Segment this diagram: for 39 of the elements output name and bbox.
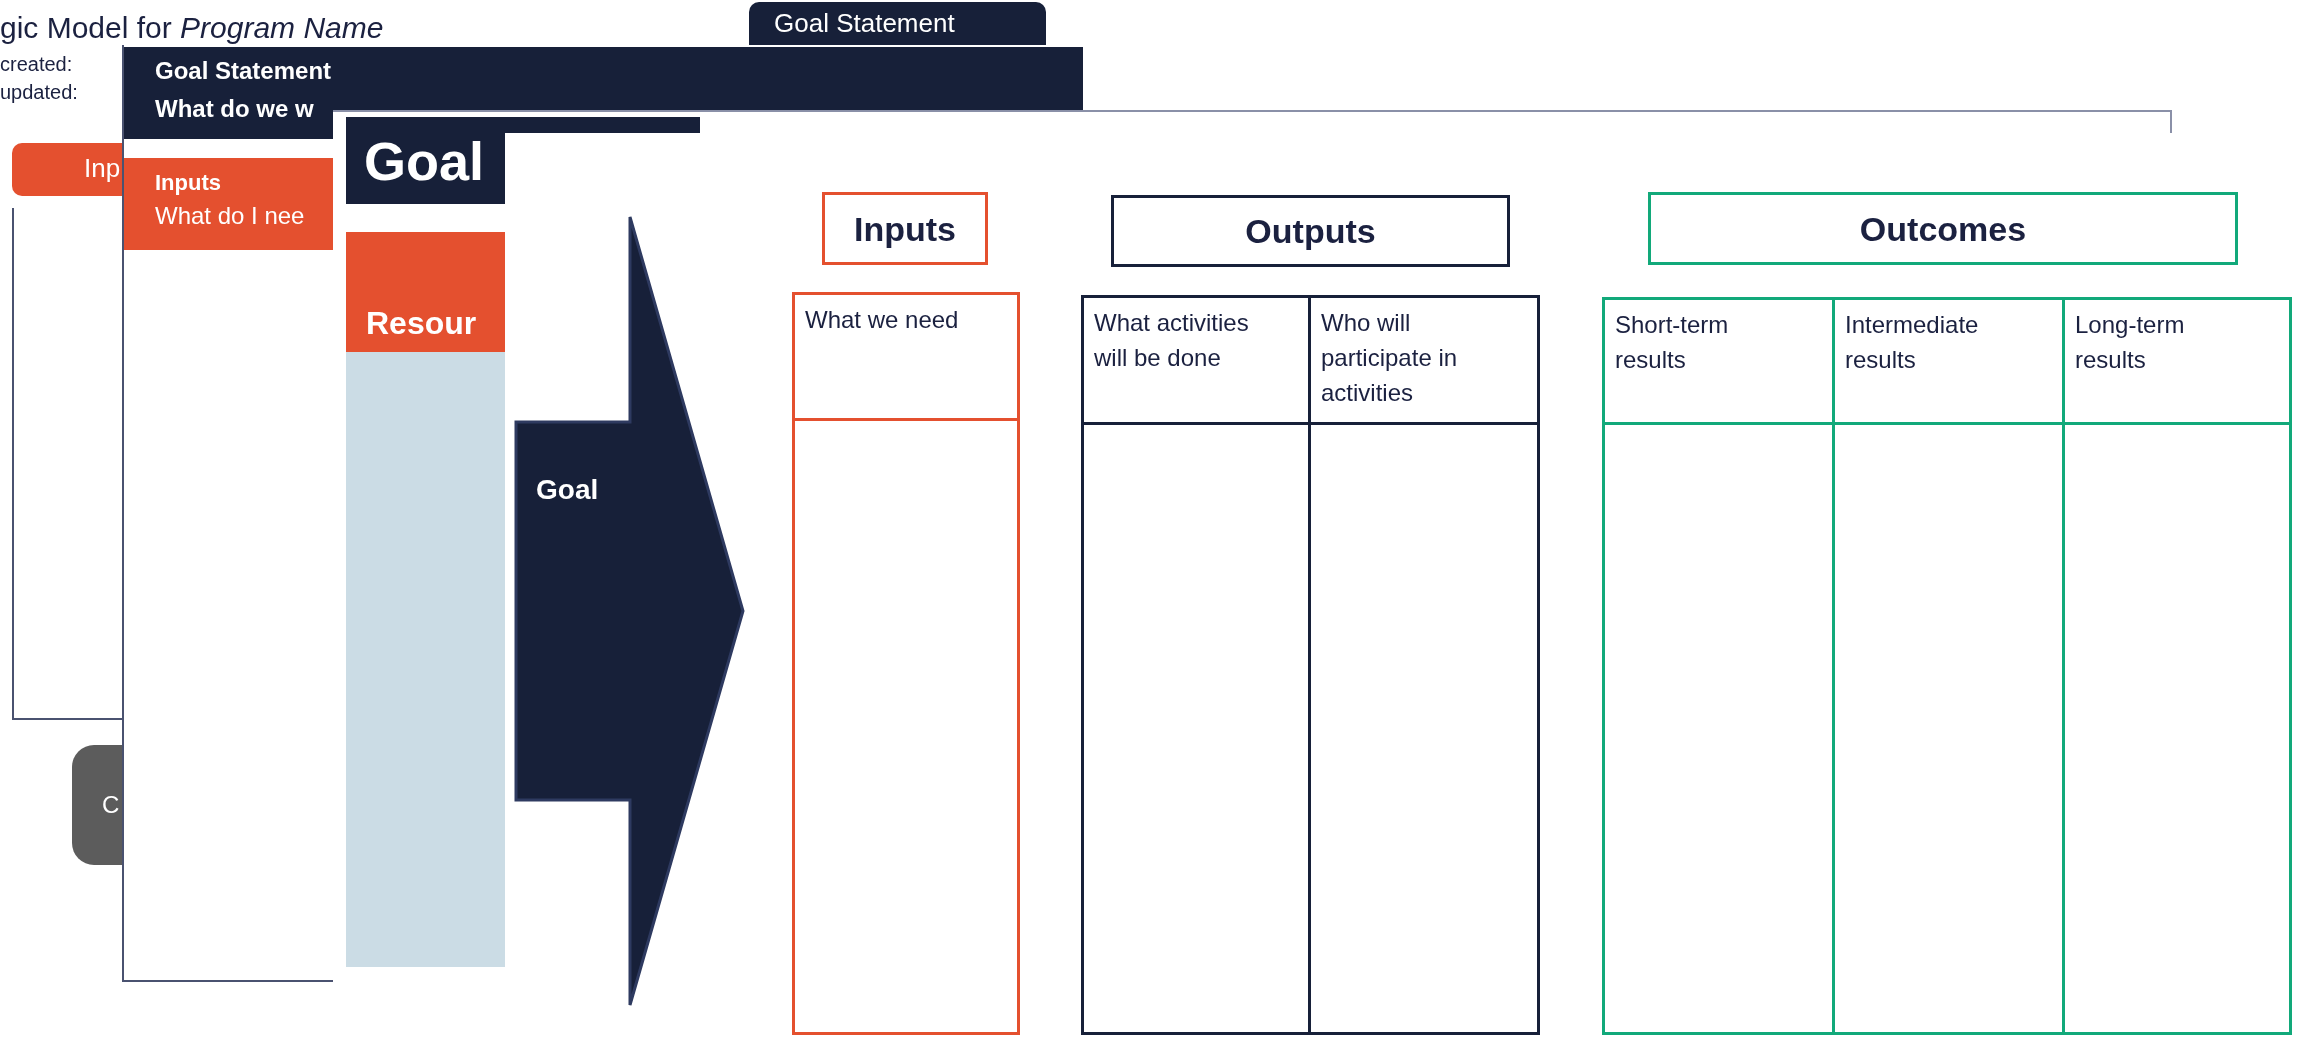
title-text: gic Model for Program Name	[0, 10, 384, 46]
button-label: C	[102, 791, 120, 820]
column-header: Outputs	[1244, 210, 1377, 252]
table-cell	[1308, 295, 1540, 425]
tab-label: Inp	[84, 153, 121, 185]
cell-text: Who will participate in activities	[1321, 308, 1459, 408]
table-cell	[1602, 297, 1835, 425]
cell-text: Long-term results	[2075, 310, 2186, 375]
cell-text: What we need	[805, 305, 960, 335]
header-text: Goal Statement	[155, 57, 332, 86]
tab-box	[12, 143, 125, 196]
column-header-box	[1111, 195, 1510, 267]
button-box	[72, 745, 122, 865]
cell-text: Short-term results	[1615, 310, 1730, 375]
table-cell	[792, 418, 1020, 1035]
table-cell	[1081, 422, 1311, 1035]
tab-label: Goal Statement	[774, 8, 955, 40]
field-label: updated:	[0, 80, 78, 104]
field-label: created:	[0, 52, 73, 76]
header-text: Inputs	[155, 170, 221, 197]
table-cell	[2062, 297, 2292, 425]
table-cell	[1308, 422, 1540, 1035]
cell-text: Intermediate results	[1845, 310, 1980, 375]
tab-box	[749, 2, 1046, 45]
table-cell	[792, 292, 1020, 421]
title-text: Goal	[364, 130, 485, 193]
section-text: Resour	[366, 304, 477, 343]
table-cell	[1602, 422, 1835, 1035]
header-text: What do we w	[155, 95, 314, 124]
cell-text: What activities will be done	[1094, 308, 1250, 373]
table-cell	[1081, 295, 1311, 425]
header-text: What do I nee	[155, 202, 305, 231]
column-header-box	[822, 192, 988, 265]
column-header: Outcomes	[1858, 208, 2028, 249]
table-cell	[2062, 422, 2292, 1035]
arrow-label: Goal	[536, 473, 599, 507]
goal-arrow	[514, 215, 746, 1007]
column-header-box	[1648, 192, 2238, 265]
column-header: Inputs	[853, 208, 957, 249]
